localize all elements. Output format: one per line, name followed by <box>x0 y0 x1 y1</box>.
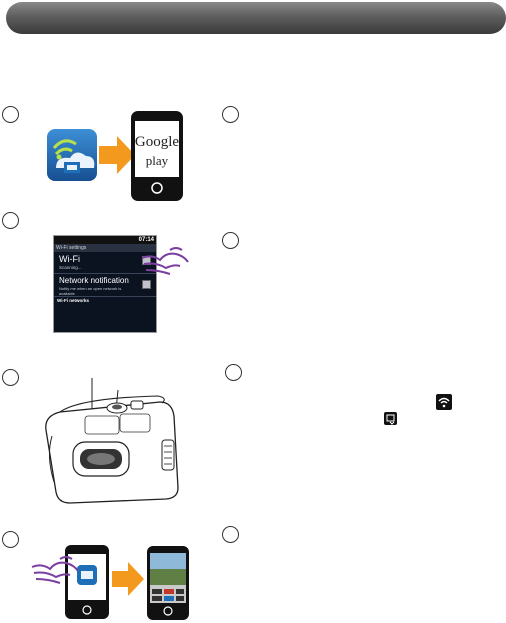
step-marker-6 <box>222 232 239 249</box>
google-play-line2: play <box>145 153 169 168</box>
settings-titlebar <box>54 244 156 252</box>
action-camera-illustration <box>45 378 179 504</box>
tapping-hand-icon <box>31 556 79 584</box>
smartphone-with-app-icon <box>65 545 109 619</box>
step-marker-3 <box>2 369 19 386</box>
notification-checkbox[interactable] <box>142 280 151 289</box>
step-marker-8 <box>222 526 239 543</box>
network-notification-desc: Notify me when an open network is availa… <box>59 286 122 296</box>
smartphone-icon <box>131 111 183 201</box>
wifi-networks-header: Wi-Fi networks <box>57 298 89 303</box>
step-marker-2 <box>2 212 19 229</box>
wifi-status-text: Scanning... <box>59 265 82 270</box>
step-marker-5 <box>222 106 239 123</box>
step-marker-4 <box>2 531 19 548</box>
wifi-signal-icon <box>436 394 452 410</box>
smartphone-camera-view-icon <box>147 546 189 620</box>
wifi-app-icon <box>47 129 97 181</box>
status-time: 07:14 <box>138 237 154 243</box>
wifi-toggle-label[interactable]: Wi-Fi <box>59 254 80 264</box>
network-notification-label[interactable]: Network notification <box>59 276 129 285</box>
tapping-hand-icon <box>141 247 189 275</box>
transfer-icon <box>384 412 397 425</box>
header-bar <box>6 2 506 34</box>
step-marker-1 <box>2 106 19 123</box>
settings-title: Wi-Fi settings <box>56 245 87 251</box>
orange-arrow-icon <box>99 136 135 174</box>
wifi-settings-screen: 07:14 Wi-Fi settings Wi-Fi Scanning... N… <box>53 235 157 333</box>
step-marker-7 <box>225 364 242 381</box>
orange-arrow-icon <box>112 562 144 596</box>
status-bar: 07:14 <box>54 236 156 244</box>
divider <box>54 296 156 297</box>
google-play-line1: Google <box>134 134 180 150</box>
divider <box>54 273 156 274</box>
